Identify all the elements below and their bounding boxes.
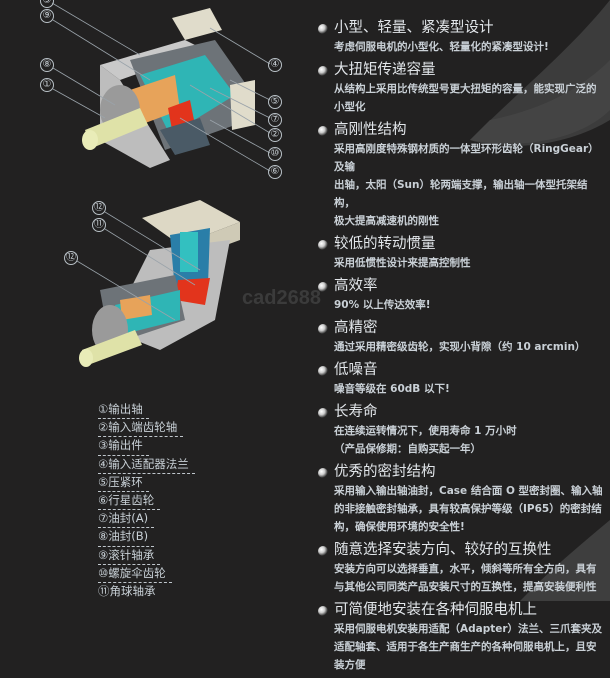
part-item: ②输入端齿轮轴 [98,419,184,438]
feature-item: 长寿命在连续运转情况下，使用寿命 1 万小时 （产品保修期：自购买起一年） [318,402,608,458]
feature-title: 长寿命 [334,404,378,420]
callout-5: ⑤ [268,95,282,109]
brush-stroke-background [470,0,610,601]
callout-7: ⑦ [268,113,282,127]
callout-12: ⑫ [92,201,106,215]
feature-description: 通过采用精密级齿轮，实现小背隙（约 10 arcmin） [334,341,586,353]
feature-title: 小型、轻量、紧凑型设计 [334,20,494,36]
bullet-icon [318,126,328,136]
feature-description: 出轴，太阳（Sun）轮两端支撑，输出轴一体型托架结构， [334,179,588,209]
feature-item: 优秀的密封结构采用输入输出轴油封，Case 结合面 O 型密封圈、输入轴的非接触… [318,462,608,536]
gearbox-cutaway-diagrams [51,2,271,367]
part-item: ⑤压紧环 [98,474,149,492]
callout-1: ① [40,78,54,92]
part-item: ⑨滚针轴承 [98,547,161,565]
feature-description: 极大提高减速机的刚性 [334,215,439,227]
callout-12b: ⑫ [64,251,78,265]
feature-list: 小型、轻量、紧凑型设计考虑伺服电机的小型化、轻量化的紧凑型设计! 大扭矩传递容量从… [318,18,608,678]
bullet-icon [318,240,328,250]
feature-description: 小型化 [334,101,366,113]
part-item: ⑪角球轴承 [98,583,156,598]
feature-title: 低噪音 [334,362,378,378]
part-item: ③输出件 [98,437,149,456]
part-item: ⑩螺旋伞齿轮 [98,565,172,583]
feature-description: 90% 以上传达效率! [334,299,431,311]
callout-11: ⑪ [92,218,106,232]
part-item: ⑥行星齿轮 [98,492,161,511]
feature-description: 从结构上采用比传统型号更大扭矩的容量，能实现广泛的 [334,83,597,95]
inline-gearbox-illustration [82,8,255,168]
feature-description: 构，确保使用环境的安全性! [334,521,465,533]
part-item: ⑦油封(A) [98,510,155,529]
callout-8: ⑧ [40,58,54,72]
feature-description: 的非接触密封轴承，具有较高保护等级（IP65）的密封结 [334,503,602,515]
feature-title: 高刚性结构 [334,122,407,138]
feature-item: 高刚性结构采用高刚度特殊钢材质的一体型环形齿轮（RingGear）及输出轴，太阳… [318,120,608,230]
bullet-icon [318,66,328,76]
feature-item: 高精密通过采用精密级齿轮，实现小背隙（约 10 arcmin） [318,318,608,356]
feature-title: 随意选择安装方向、较好的互换性 [334,542,552,558]
callout-2: ② [268,128,282,142]
feature-title: 大扭矩传递容量 [334,62,436,78]
feature-item: 大扭矩传递容量从结构上采用比传统型号更大扭矩的容量，能实现广泛的小型化 [318,60,608,116]
watermark: cad2688 [242,287,321,309]
bullet-icon [318,282,328,292]
feature-description: 噪音等级在 60dB 以下! [334,383,450,395]
callout-9: ⑨ [40,9,54,23]
feature-description: 装方便 [334,659,366,671]
callout-6: ⑥ [268,165,282,179]
bullet-icon [318,606,328,616]
feature-item: 随意选择安装方向、较好的互换性安装方向可以选择垂直，水平，倾斜等所有全方向，具有… [318,540,608,596]
bullet-icon [318,408,328,418]
bullet-icon [318,546,328,556]
feature-description: 采用输入输出轴油封，Case 结合面 O 型密封圈、输入轴 [334,485,603,497]
feature-description: 采用高刚度特殊钢材质的一体型环形齿轮（RingGear）及输 [334,143,599,173]
feature-description: 采用伺服电机安装用适配（Adapter）法兰、三爪套夹及 [334,623,603,635]
feature-item: 低噪音噪音等级在 60dB 以下! [318,360,608,398]
feature-description: 考虑伺服电机的小型化、轻量化的紧凑型设计! [334,41,549,53]
parts-legend: ①输出轴 ②输入端齿轮轴 ③输出件 ④输入适配器法兰 ⑤压紧环 ⑥行星齿轮 ⑦油… [98,401,218,601]
feature-item: 可简便地安装在各种伺服电机上采用伺服电机安装用适配（Adapter）法兰、三爪套… [318,600,608,674]
feature-description: 在连续运转情况下，使用寿命 1 万小时 [334,425,517,437]
feature-description: 安装方向可以选择垂直，水平，倾斜等所有全方向，具有 [334,563,597,575]
feature-title: 高效率 [334,278,378,294]
feature-title: 优秀的密封结构 [334,464,436,480]
callout-4: ④ [268,58,282,72]
part-item: ①输出轴 [98,401,149,420]
bullet-icon [318,324,328,334]
right-angle-gearbox-illustration [79,200,240,367]
part-item: ④输入适配器法兰 [98,456,195,474]
bullet-icon [318,468,328,478]
feature-description: 适配轴套、适用于各生产商生产的各种伺服电机上，且安 [334,641,597,653]
feature-title: 较低的转动惯量 [334,236,436,252]
part-item: ⑧油封(B) [98,528,155,547]
bullet-icon [318,366,328,376]
callout-10: ⑩ [268,147,282,161]
leader-lines [51,2,271,321]
feature-title: 高精密 [334,320,378,336]
feature-item: 高效率 90% 以上传达效率! [318,276,608,314]
feature-title: 可简便地安装在各种伺服电机上 [334,602,537,618]
feature-description: （产品保修期：自购买起一年） [334,443,481,455]
bullet-icon [318,24,328,34]
feature-item: 较低的转动惯量采用低惯性设计来提高控制性 [318,234,608,272]
feature-item: 小型、轻量、紧凑型设计考虑伺服电机的小型化、轻量化的紧凑型设计! [318,18,608,56]
feature-description: 采用低惯性设计来提高控制性 [334,257,471,269]
feature-description: 与其他公司同类产品安装尺寸的互换性，提高安装便利性 [334,581,597,593]
